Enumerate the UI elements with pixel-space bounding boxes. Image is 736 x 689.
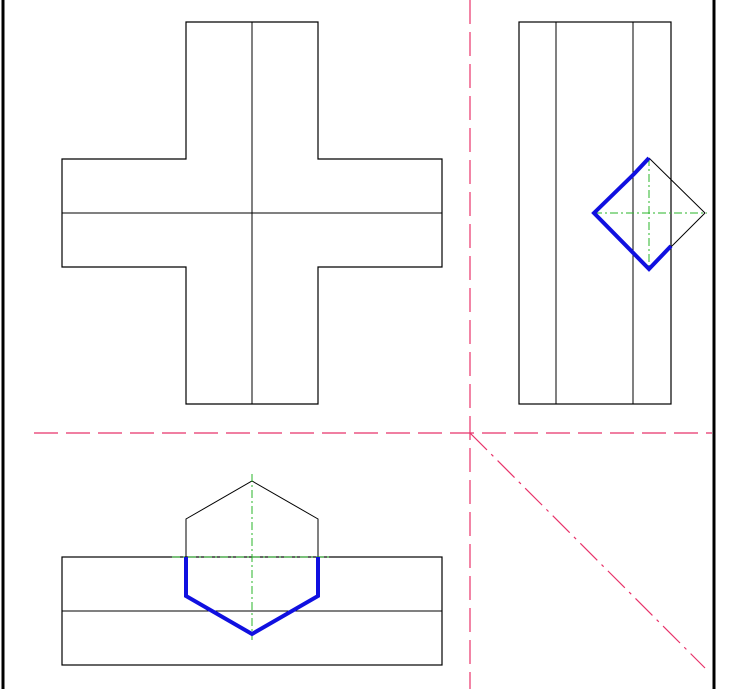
projection-lines bbox=[34, 0, 712, 689]
front-view bbox=[61, 21, 443, 405]
miter-line-45deg bbox=[469, 432, 706, 669]
drawing-frame bbox=[1, 0, 716, 689]
top-view-intersection-curve bbox=[184, 557, 320, 637]
top-view bbox=[61, 474, 443, 666]
side-view bbox=[518, 21, 707, 405]
side-view-intersection-curve bbox=[591, 156, 673, 272]
front-view-cross-outline bbox=[61, 21, 443, 405]
